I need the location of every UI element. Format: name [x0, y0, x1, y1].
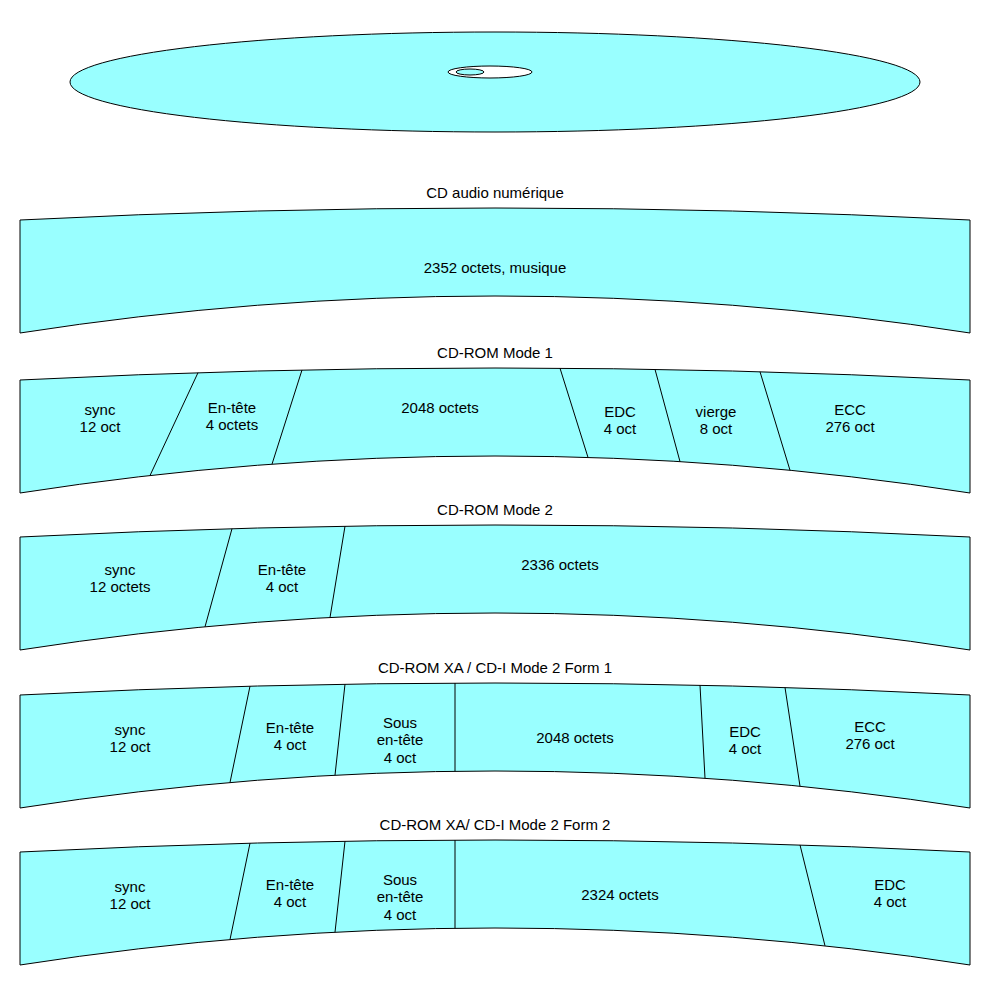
band-title: CD-ROM XA / CD-I Mode 2 Form 1 [0, 659, 990, 676]
field-label: En-tête 4 octets [206, 399, 259, 434]
field-divider [455, 683, 456, 771]
field-segment: vierge 8 oct [694, 401, 739, 440]
band-shape [20, 525, 970, 650]
field-segment: EDC 4 oct [727, 721, 764, 760]
field-divider [785, 687, 800, 786]
field-divider [230, 686, 250, 782]
field-divider [150, 373, 198, 476]
field-segment: sync 12 oct [108, 876, 153, 915]
field-divider [330, 526, 345, 617]
field-label: En-tête 4 oct [258, 561, 306, 596]
field-divider [205, 529, 232, 627]
field-segment: sync 12 oct [108, 719, 153, 758]
sector-band: CD audio numérique 2352 octets, musique [0, 176, 990, 337]
band-title: CD audio numérique [0, 184, 990, 201]
field-label: sync 12 octets [90, 561, 151, 596]
field-segment: En-tête 4 oct [264, 874, 316, 913]
field-segment: En-tête 4 oct [256, 559, 308, 598]
field-segment: 2048 octets [399, 397, 481, 418]
field-label: sync 12 oct [110, 721, 151, 756]
field-divider [655, 369, 680, 461]
field-divider [760, 372, 790, 471]
sector-band: CD-ROM XA/ CD-I Mode 2 Form 2 sync 12 oct… [0, 808, 990, 969]
disc-surface [70, 32, 920, 132]
field-label: EDC 4 oct [604, 403, 637, 438]
sector-band: CD-ROM Mode 2 sync 12 octets En-tête 4 oct… [0, 493, 990, 654]
field-divider [700, 685, 705, 778]
field-segment: Sous en-tête 4 oct [375, 869, 426, 925]
field-divider [455, 840, 456, 928]
field-segment: 2048 octets [534, 727, 616, 748]
field-divider [230, 843, 250, 939]
field-label: sync 12 oct [110, 878, 151, 913]
field-label: 2324 octets [581, 886, 659, 903]
field-label: sync 12 oct [80, 401, 121, 436]
field-label: En-tête 4 oct [266, 876, 314, 911]
field-label: Sous en-tête 4 oct [377, 871, 424, 923]
field-segment: 2336 octets [519, 554, 601, 575]
field-label: ECC 276 oct [845, 718, 894, 753]
field-segment: sync 12 octets [88, 559, 153, 598]
field-label: 2336 octets [521, 556, 599, 573]
disc-hole [448, 66, 532, 78]
field-divider [560, 368, 588, 457]
field-segment: En-tête 4 octets [204, 397, 261, 436]
field-segment: En-tête 4 oct [264, 717, 316, 756]
field-segment: ECC 276 oct [843, 716, 896, 755]
field-segment: EDC 4 oct [872, 874, 909, 913]
sector-band: CD-ROM Mode 1 sync 12 oct En-tête 4 octets… [0, 336, 990, 497]
field-segment: sync 12 oct [78, 399, 123, 438]
field-label: EDC 4 oct [874, 876, 907, 911]
field-label: Sous en-tête 4 oct [377, 714, 424, 766]
field-segment: 2324 octets [579, 884, 661, 905]
field-segment: EDC 4 oct [602, 401, 639, 440]
field-segment: Sous en-tête 4 oct [375, 712, 426, 768]
sector-band: CD-ROM XA / CD-I Mode 2 Form 1 sync 12 oc… [0, 651, 990, 812]
band-shape [20, 683, 970, 808]
field-label: EDC 4 oct [729, 723, 762, 758]
disc-hub [456, 69, 484, 75]
field-label: vierge 8 oct [696, 403, 737, 438]
band-content: 2352 octets, musique [424, 259, 567, 276]
field-label: En-tête 4 oct [266, 719, 314, 754]
field-divider [800, 845, 825, 946]
field-divider [335, 841, 345, 932]
field-divider [272, 370, 302, 464]
band-shape [20, 368, 970, 493]
field-label: 2048 octets [536, 729, 614, 746]
band-title: CD-ROM Mode 2 [0, 501, 990, 518]
band-shape [20, 840, 970, 965]
field-divider [335, 684, 345, 775]
field-label: ECC 276 oct [825, 401, 874, 436]
band-title: CD-ROM Mode 1 [0, 344, 990, 361]
field-label: 2048 octets [401, 399, 479, 416]
band-shape [20, 208, 970, 333]
band-title: CD-ROM XA/ CD-I Mode 2 Form 2 [0, 816, 990, 833]
field-segment: ECC 276 oct [823, 399, 876, 438]
